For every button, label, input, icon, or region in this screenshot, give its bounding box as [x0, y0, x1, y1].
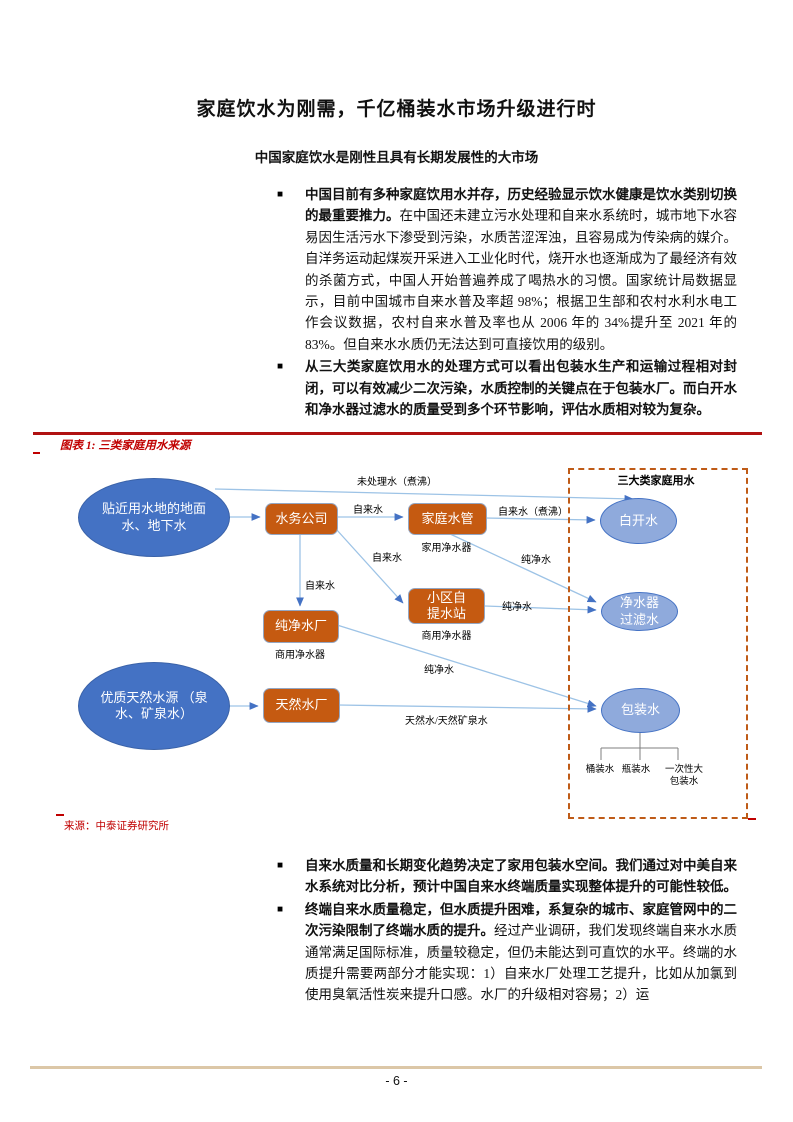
bullet-item: ■ 终端自来水质量稳定，但水质提升困难，系复杂的城市、家庭管网中的二次污染限制了… [277, 899, 739, 1006]
bullet-text: 自来水质量和长期变化趋势决定了家用包装水空间。我们通过对中美自来水系统对比分析，… [305, 855, 737, 898]
node-filtered-water: 净水器过滤水 [601, 592, 678, 631]
edge-label-tap-1: 自来水 [353, 505, 383, 516]
node-natural-source: 优质天然水源 （泉水、矿泉水） [78, 662, 230, 750]
group-label: 三大类家庭用水 [617, 475, 695, 487]
node-packaged-water: 包装水 [601, 688, 680, 733]
household-water-group-box [568, 468, 748, 819]
edge-label-pure-1: 纯净水 [521, 555, 551, 566]
figure-source: 来源：中泰证券研究所 [64, 821, 169, 832]
edge-label-pure-2: 纯净水 [502, 602, 532, 613]
leaf-label-bottled: 瓶装水 [621, 765, 651, 775]
figure-top-rule [33, 432, 762, 435]
label-commercial-purifier-1: 商用净水器 [275, 650, 325, 661]
node-surface-groundwater: 贴近用水地的地面水、地下水 [78, 478, 230, 557]
label-commercial-purifier-2: 商用净水器 [421, 631, 472, 642]
bullet-bold-text: 终端自来水质量稳定，但水质提升困难，系复杂的城市、家庭管网中的二次污染限制了终端… [305, 901, 737, 939]
bullet-regular-text: 在中国还未建立污水处理和自来水系统时，城市地下水容易因生活污水下渗受到污染，水质… [305, 208, 737, 352]
node-natural-water-plant: 天然水厂 [263, 688, 340, 723]
figure-bottom-rule-right [748, 818, 756, 820]
edge-label-tap-3: 自来水 [305, 581, 335, 592]
leaf-label-one-time-large: 一次性大包装水 [664, 765, 703, 788]
bullet-list-top: ■ 中国目前有多种家庭饮用水并存，历史经验显示饮水健康是饮水类别切换的最重要推力… [277, 184, 739, 421]
edge-label-pure-3: 纯净水 [424, 665, 454, 676]
node-community-station: 小区自提水站 [408, 588, 485, 624]
bullet-square-icon: ■ [277, 903, 284, 915]
node-home-pipe: 家庭水管 [408, 503, 487, 535]
bullet-text: 从三大类家庭饮用水的处理方式可以看出包装水生产和运输过程相对封闭，可以有效减少二… [305, 356, 737, 420]
figure-bottom-rule-left [56, 814, 64, 816]
edge-label-tap-2: 自来水 [372, 553, 402, 564]
bullet-square-icon: ■ [277, 189, 284, 200]
node-boiled-water: 白开水 [600, 498, 677, 544]
bullet-square-icon: ■ [277, 361, 284, 373]
edge-label-untreated: 未处理水（煮沸） [357, 477, 437, 488]
bullet-bold-text: 中国目前有多种家庭饮用水并存，历史经验显示饮水健康是饮水类别切换的最重要推力。 [305, 187, 737, 224]
node-pure-water-plant: 纯净水厂 [263, 610, 339, 643]
bullet-list-bottom: ■ 自来水质量和长期变化趋势决定了家用包装水空间。我们通过对中美自来水系统对比分… [277, 855, 739, 1007]
caption-dash [33, 452, 40, 454]
page-title: 家庭饮水为刚需，千亿桶装水市场升级进行时 [196, 99, 597, 120]
edge-label-natural: 天然水/天然矿泉水 [405, 716, 488, 727]
bullet-text: 中国目前有多种家庭饮用水并存，历史经验显示饮水健康是饮水类别切换的最重要推力。在… [305, 184, 737, 355]
bullet-item: ■ 中国目前有多种家庭饮用水并存，历史经验显示饮水健康是饮水类别切换的最重要推力… [277, 184, 739, 355]
flowchart-connectors [214, 488, 679, 760]
bullet-square-icon: ■ [277, 860, 284, 871]
bullet-regular-text: 经过产业调研，我们发现终端自来水水质通常满足国际标准，质量较稳定，但仍未能达到可… [305, 923, 737, 1003]
water-sources-flowchart: 三大类家庭用水 贴近用水地的地面水、地下水 优质天然水源 （泉水、矿泉水） 水务… [55, 458, 755, 820]
label-home-purifier: 家用净水器 [421, 543, 472, 554]
node-water-company: 水务公司 [265, 503, 338, 535]
bullet-bold-text: 自来水质量和长期变化趋势决定了家用包装水空间。我们通过对中美自来水系统对比分析，… [305, 858, 737, 895]
edge-label-tap-boiled: 自来水（煮沸） [498, 507, 568, 518]
bullet-item: ■ 自来水质量和长期变化趋势决定了家用包装水空间。我们通过对中美自来水系统对比分… [277, 855, 739, 898]
footer-rule [30, 1066, 762, 1069]
bullet-item: ■ 从三大类家庭饮用水的处理方式可以看出包装水生产和运输过程相对封闭，可以有效减… [277, 356, 739, 420]
leaf-label-barreled: 桶装水 [585, 765, 615, 775]
bullet-text: 终端自来水质量稳定，但水质提升困难，系复杂的城市、家庭管网中的二次污染限制了终端… [305, 899, 737, 1006]
figure-caption: 图表 1: 三类家庭用水来源 [60, 440, 191, 452]
page-number: - 6 - [385, 1074, 408, 1088]
section-subtitle: 中国家庭饮水是刚性且具有长期发展性的大市场 [254, 150, 539, 165]
bullet-bold-text: 从三大类家庭饮用水的处理方式可以看出包装水生产和运输过程相对封闭，可以有效减少二… [305, 359, 737, 418]
